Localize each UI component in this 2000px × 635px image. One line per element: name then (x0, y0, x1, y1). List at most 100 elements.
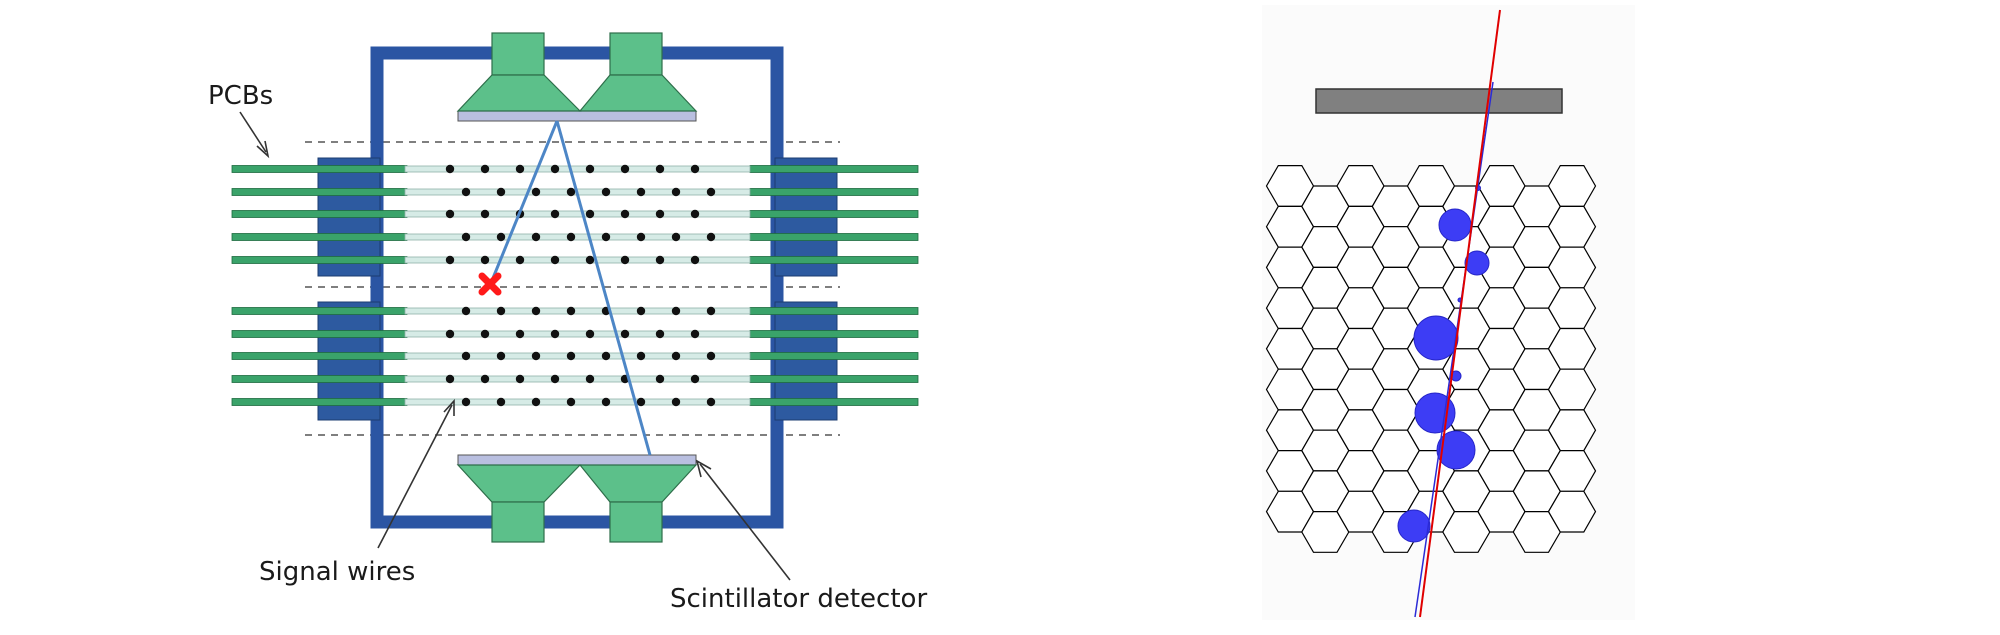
signal-wire-dot (445, 329, 455, 339)
signal-wire-dot (690, 164, 700, 174)
pmt-bottom-right (578, 464, 698, 543)
signal-wire-dot (461, 232, 471, 242)
hit-circles (1397, 185, 1490, 543)
signal-wire-dot (496, 306, 506, 316)
wire-strip (404, 375, 751, 383)
wire-strip (404, 256, 751, 264)
top-scintillator-bar (1315, 88, 1563, 114)
signal-wire-dot (655, 329, 665, 339)
signal-wire-dot (706, 397, 716, 407)
hit-circle (1397, 509, 1431, 543)
hit-circle (1438, 208, 1472, 242)
signal-wire-dot (585, 374, 595, 384)
light-paths (489, 120, 652, 456)
signal-wire-dot (496, 351, 506, 361)
annotation-arrows (239, 111, 791, 581)
signal-wire-dot (480, 209, 490, 219)
signal-wires-label: Signal wires (259, 557, 415, 587)
signal-wire-dot (706, 306, 716, 316)
signal-wire-dot (531, 351, 541, 361)
signal-wire-dot (706, 187, 716, 197)
chamber-frame (370, 46, 784, 529)
signal-wire-dot (531, 397, 541, 407)
signal-wire-dot (585, 329, 595, 339)
signal-wire-dot (566, 397, 576, 407)
track-fit-blue-line (1414, 81, 1494, 618)
signal-wire-dot (620, 164, 630, 174)
signal-wire-dot (636, 232, 646, 242)
signal-wire-dot (585, 164, 595, 174)
signal-wire-dot (480, 255, 490, 265)
signal-wire-dot (515, 329, 525, 339)
wire-strip (404, 233, 751, 241)
wire-strip (404, 165, 751, 173)
wire-strip (404, 398, 751, 406)
track-red-line (1419, 9, 1501, 618)
dashed-guide-lines (305, 141, 840, 436)
signal-wire-dot (636, 187, 646, 197)
hit-circle (1464, 250, 1490, 276)
red-cross-icon (478, 272, 502, 296)
signal-wire-dot (690, 255, 700, 265)
signal-wire-dot (636, 306, 646, 316)
signal-wire-dot (515, 164, 525, 174)
hexagonal-cell-grid (1265, 165, 1597, 553)
signal-wire-dot (566, 232, 576, 242)
signal-wire-dot (655, 209, 665, 219)
signal-wire-dot (690, 374, 700, 384)
signal-wire-dot (496, 397, 506, 407)
wire-strip (404, 352, 751, 360)
signal-wire-dot (655, 164, 665, 174)
signal-wire-dot (636, 351, 646, 361)
signal-wire-dot (445, 209, 455, 219)
scintillator-detector-label: Scintillator detector (670, 584, 927, 614)
signal-wire-dot (566, 306, 576, 316)
signal-wire-dot (671, 351, 681, 361)
signal-wire-dot (620, 255, 630, 265)
signal-wire-dot (461, 351, 471, 361)
signal-wire-dot (461, 397, 471, 407)
signal-wire-dot (445, 164, 455, 174)
signal-wire-dot (531, 306, 541, 316)
wire-strip (404, 307, 751, 315)
signal-wire-dot (636, 397, 646, 407)
pmt-bottom-left (456, 464, 582, 543)
hit-circle (1413, 315, 1459, 361)
signal-wire-dot (531, 232, 541, 242)
signal-wire-dot (671, 232, 681, 242)
signal-wire-dot (620, 329, 630, 339)
pmt-top-right (578, 32, 698, 112)
signal-wire-dot (550, 164, 560, 174)
hit-circle (1436, 430, 1476, 470)
signal-wire-dot (671, 187, 681, 197)
signal-wire-dot (531, 187, 541, 197)
signal-wire-dot (461, 306, 471, 316)
signal-wire-dot (550, 209, 560, 219)
signal-wire-dot (445, 255, 455, 265)
signal-wire-dot (620, 209, 630, 219)
signal-wire-dot (480, 374, 490, 384)
wire-strip (404, 210, 751, 218)
signal-wire-dot (706, 232, 716, 242)
signal-wire-dot (585, 209, 595, 219)
signal-wire-dot (550, 329, 560, 339)
signal-wire-dot (655, 255, 665, 265)
signal-wire-dot (601, 397, 611, 407)
signal-wire-dot (550, 255, 560, 265)
signal-wire-dot (601, 187, 611, 197)
signal-wire-dot (690, 329, 700, 339)
pmt-top-left (456, 32, 582, 112)
signal-wire-dot (480, 329, 490, 339)
signal-wire-dot (566, 187, 576, 197)
pcb-green-strips (231, 165, 919, 406)
signal-wire-dot (515, 255, 525, 265)
signal-wire-dot (655, 374, 665, 384)
signal-wire-dot (671, 397, 681, 407)
signal-wire-dot (566, 351, 576, 361)
signal-wire-dot (445, 374, 455, 384)
signal-wire-dot (601, 232, 611, 242)
pcbs-label: PCBs (208, 81, 273, 111)
signal-wire-dot (585, 255, 595, 265)
signal-wire-dot (706, 351, 716, 361)
